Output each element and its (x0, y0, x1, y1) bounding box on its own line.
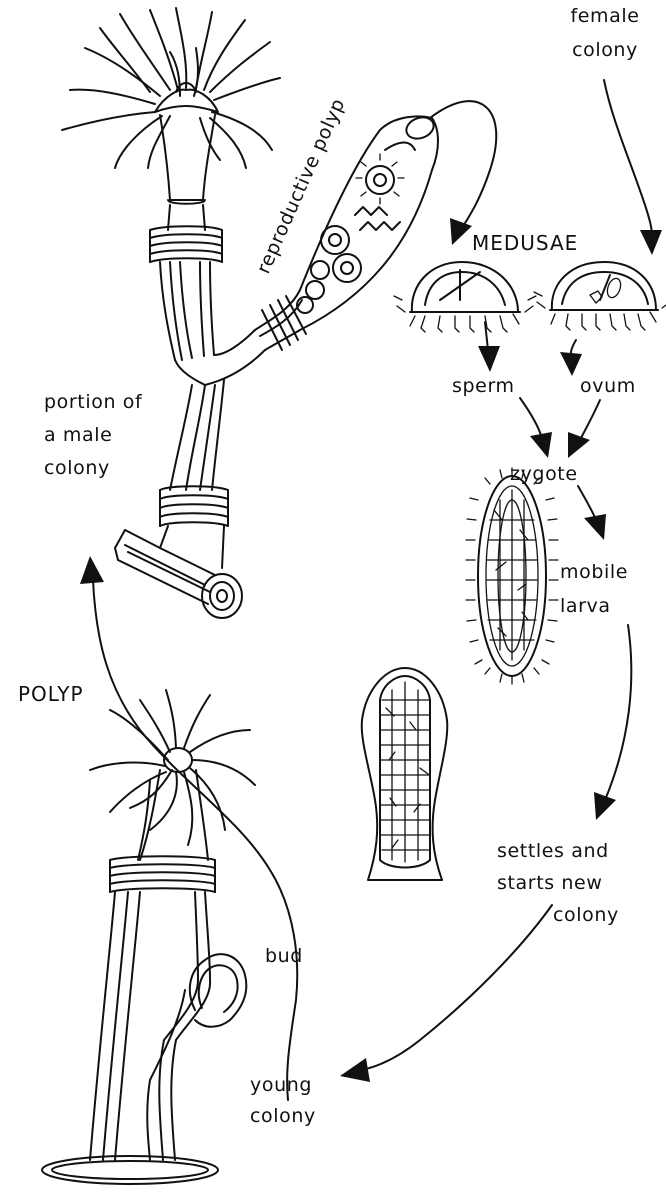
male-medusa (394, 262, 536, 332)
male-stalk-lower-rings (160, 486, 228, 526)
label-polyp: POLYP (18, 682, 84, 706)
larva-cells (487, 490, 537, 660)
label-mobile-larva-line2: larva (560, 595, 611, 617)
male-polyp-tentacles (62, 8, 280, 168)
male-colony-illustration (62, 8, 280, 618)
label-reproductive-polyp: reproductive polyp (252, 95, 349, 277)
arrow-polyp-to-medusae (430, 101, 496, 245)
male-stalk-rings (150, 226, 222, 262)
label-male-colony-line3: colony (44, 457, 110, 479)
arrow-young-colony-to-male-colony (80, 556, 297, 1100)
female-medusa (534, 262, 666, 330)
label-male-colony-line1: portion of (44, 391, 143, 413)
arrow-medusa-to-ovum (560, 340, 582, 376)
arrow-settles-to-young-colony (340, 905, 552, 1082)
arrow-zygote-to-larva (578, 486, 606, 540)
settled-larva-cells (381, 682, 430, 862)
label-ovum: ovum (580, 375, 636, 397)
label-sperm: sperm (452, 375, 515, 397)
label-young-colony-line2: colony (250, 1105, 316, 1127)
label-medusae: MEDUSAE (472, 231, 578, 255)
arrow-larva-to-settles (594, 625, 631, 820)
mobile-larva (466, 468, 558, 684)
label-female-colony-line1: female (570, 5, 639, 27)
label-mobile-larva-line1: mobile (560, 561, 628, 583)
label-settles-line1: settles and (497, 840, 609, 862)
young-polyp-illustration (42, 690, 255, 1184)
label-young-colony-line1: young (250, 1074, 312, 1096)
label-male-colony-line2: a male (44, 424, 112, 446)
label-female-colony-line2: colony (572, 39, 638, 61)
young-polyp-rings (110, 856, 215, 892)
label-zygote: zygote (510, 463, 578, 485)
arrow-ovum-to-zygote (568, 400, 600, 458)
label-settles-line2: starts new (497, 872, 602, 894)
label-bud: bud (265, 945, 303, 967)
arrow-sperm-to-zygote (520, 398, 552, 458)
settled-larva (362, 668, 448, 880)
arrow-female-to-medusae (604, 80, 662, 255)
label-settles-line3: colony (553, 904, 619, 926)
